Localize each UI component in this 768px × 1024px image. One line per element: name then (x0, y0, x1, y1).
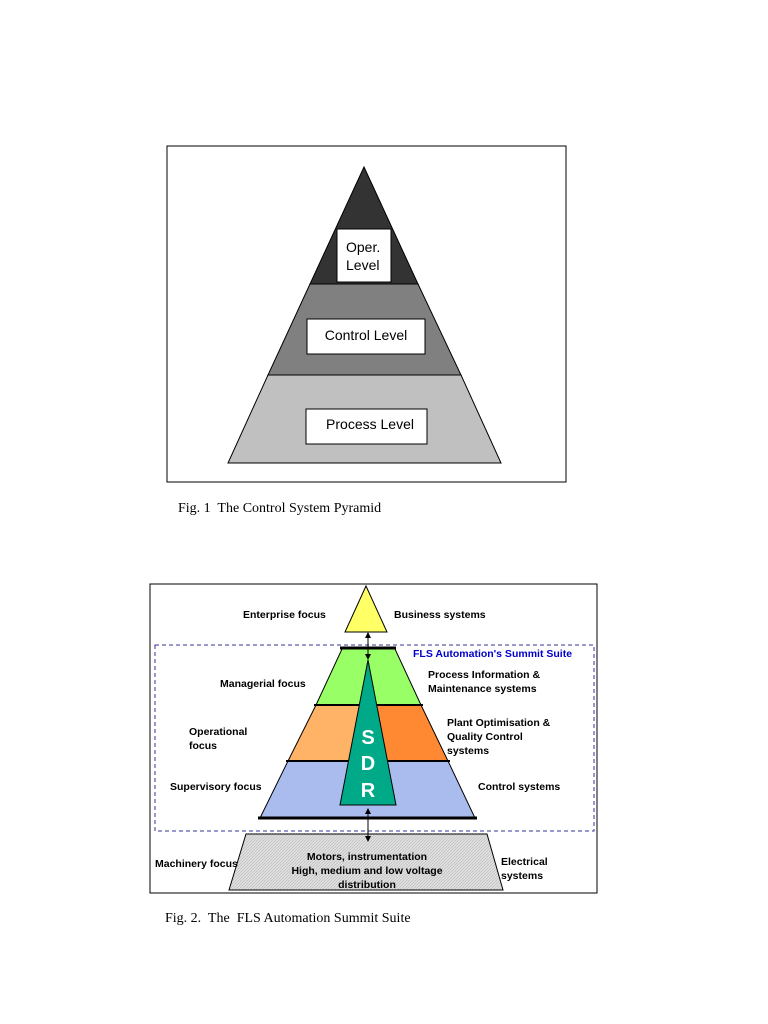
operational-focus-label-1: Operational (189, 726, 247, 738)
sdr-letter-r: R (361, 780, 376, 802)
electrical-systems-label-1: Electrical (501, 856, 548, 868)
base-label-3: distribution (338, 879, 396, 891)
figure2-caption: Fig. 2. The FLS Automation Summit Suite (165, 911, 411, 926)
pim-label-2: Maintenance systems (428, 683, 537, 695)
base-label-1: Motors, instrumentation (307, 851, 427, 863)
summit-suite-boundary (154, 644, 595, 832)
control-level-box (306, 318, 426, 355)
machinery-base (228, 833, 504, 891)
oper-level-label-1: Oper. (346, 239, 380, 255)
poq-label-1: Plant Optimisation & (447, 717, 551, 729)
oper-level-box (336, 228, 392, 283)
sdr-letter-s: S (361, 727, 374, 749)
control-level-label: Control Level (325, 327, 408, 343)
control-systems-label: Control systems (478, 781, 560, 793)
control-system-pyramid: Oper. Level Control Level Process Level (166, 145, 567, 483)
business-tier (344, 584, 388, 633)
poq-label-3: systems (447, 745, 489, 757)
figure1-caption: Fig. 1 The Control System Pyramid (178, 501, 382, 516)
electrical-systems-label-2: systems (501, 870, 543, 882)
operational-focus-label-2: focus (189, 740, 217, 752)
machinery-focus-label: Machinery focus (155, 858, 238, 870)
base-label-2: High, medium and low voltage (291, 865, 442, 877)
supervisory-focus-label: Supervisory focus (170, 781, 262, 793)
managerial-focus-label: Managerial focus (220, 678, 306, 690)
sdr-letter-d: D (361, 753, 375, 775)
summit-suite-pyramid: S D R FLS Automation's Summit Suite Ente… (149, 583, 598, 894)
pim-label-1: Process Information & (428, 669, 540, 681)
process-level-box (305, 408, 428, 445)
business-systems-label: Business systems (394, 609, 486, 621)
sdr-triangle (339, 659, 397, 806)
summit-suite-label: FLS Automation's Summit Suite (413, 648, 572, 660)
poq-label-2: Quality Control (447, 731, 523, 743)
enterprise-focus-label: Enterprise focus (243, 609, 326, 621)
oper-level-label-2: Level (346, 257, 379, 273)
process-level-label: Process Level (326, 416, 414, 432)
